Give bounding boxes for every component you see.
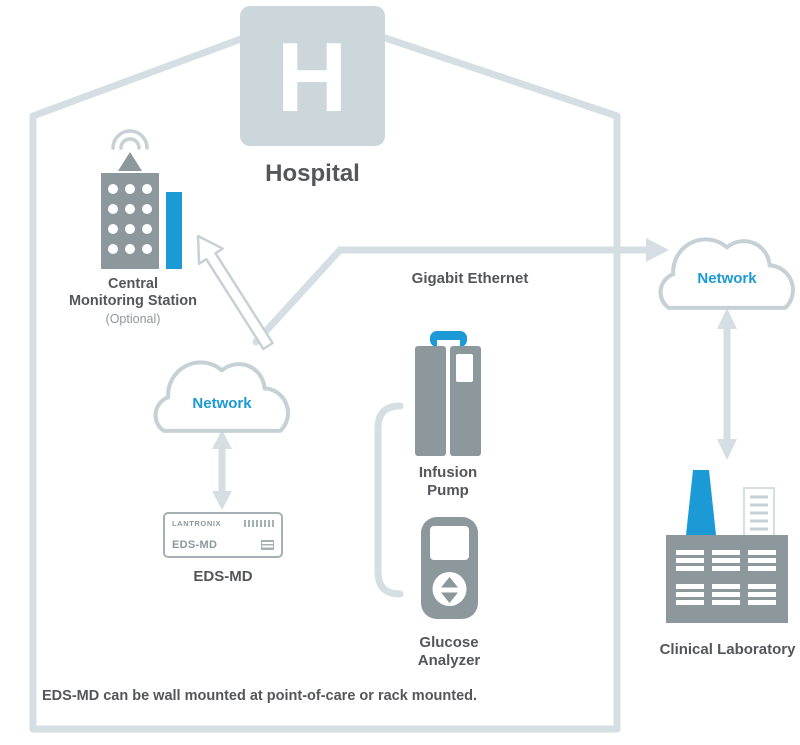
eds-md-brand: LANTRONIX <box>172 519 222 528</box>
network-label-right: Network <box>697 270 757 287</box>
double-arrow-cloud-edsmd-icon <box>212 430 232 510</box>
central-monitoring-label: Central Monitoring Station (Optional) <box>43 276 223 327</box>
clinical-laboratory-icon <box>666 470 788 623</box>
gigabit-ethernet-label: Gigabit Ethernet <box>411 270 529 287</box>
connector-pins-icon <box>244 520 274 527</box>
glucose-analyzer-label-line1: Glucose <box>419 634 479 651</box>
infusion-pump-icon <box>415 331 481 456</box>
hospital-outline <box>29 9 621 733</box>
central-monitoring-building-icon <box>101 129 182 269</box>
arrow-to-monitoring-station-icon <box>196 234 274 351</box>
lab-chimney <box>686 470 716 535</box>
eds-md-caption: EDS-MD <box>193 568 253 585</box>
glucose-analyzer-icon <box>421 517 478 619</box>
footnote: EDS-MD can be wall mounted at point-of-c… <box>42 688 478 704</box>
central-monitoring-label-line2: Monitoring Station <box>68 293 198 310</box>
double-arrow-cloud-lab-icon <box>717 308 737 460</box>
central-monitoring-optional-note: (Optional) <box>105 312 161 327</box>
infusion-pump-label-line1: Infusion <box>418 464 478 481</box>
eds-md-device: LANTRONIX EDS-MD <box>163 512 283 558</box>
network-label-left: Network <box>192 395 252 412</box>
glucose-analyzer-label-line2: Analyzer <box>417 651 481 669</box>
eds-md-model: EDS-MD <box>172 539 218 551</box>
central-monitoring-label-line1: Central <box>108 276 158 292</box>
infusion-pump-label-line2: Pump <box>427 481 469 499</box>
infusion-pump-label: Infusion Pump <box>398 464 498 499</box>
hospital-title: Hospital <box>265 160 360 187</box>
port-icon <box>261 540 274 550</box>
clinical-laboratory-label: Clinical Laboratory <box>659 641 796 658</box>
arrowhead-right-icon <box>646 238 669 262</box>
gigabit-ethernet-line <box>252 238 669 346</box>
document-icon <box>743 487 775 539</box>
device-bracket <box>374 402 404 598</box>
hospital-sign: H <box>240 6 385 146</box>
hospital-sign-letter: H <box>277 22 348 132</box>
lab-windows <box>676 550 776 605</box>
glucose-analyzer-label: Glucose Analyzer <box>399 634 499 669</box>
monitoring-blue-bar <box>166 192 182 269</box>
